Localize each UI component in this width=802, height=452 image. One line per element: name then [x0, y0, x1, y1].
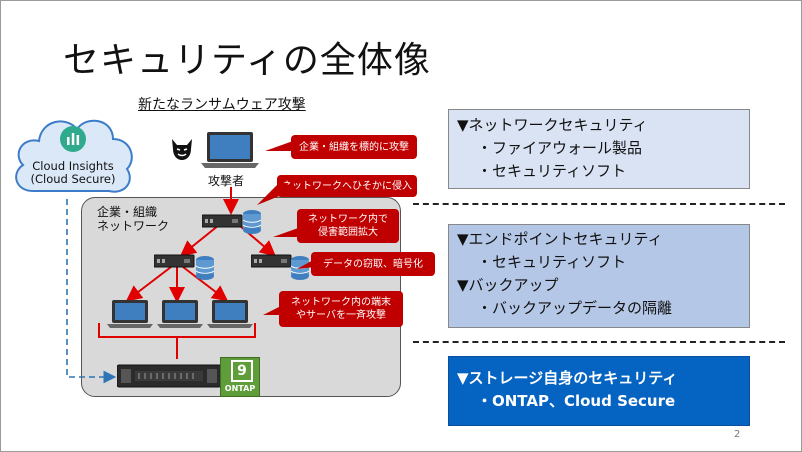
laptop-icon: [157, 300, 203, 328]
server-icon: [251, 254, 292, 268]
panel-heading: ▼ストレージ自身のセキュリティ: [457, 369, 678, 387]
server-icon: [202, 214, 243, 228]
callout-text-line2: やサーバを一斉攻撃: [296, 310, 386, 321]
panel-heading: ▼バックアップ: [457, 276, 559, 294]
database-icon: [290, 256, 310, 280]
callout-text-line1: ネットワーク内の端末: [291, 297, 391, 308]
endpoint-security-panel: ▼エンドポイントセキュリティ ・セキュリティソフト ▼バックアップ ・バックアッ…: [448, 224, 750, 328]
callout-text-line1: ネットワーク内で: [308, 214, 388, 225]
panel-item: ・セキュリティソフト: [477, 253, 627, 271]
callout-mass-attack: ネットワーク内の端末 やサーバを一斉攻撃: [279, 291, 403, 327]
cloud-insights-label: Cloud Insights (Cloud Secure): [9, 160, 137, 186]
server-icon: [154, 254, 195, 268]
callout-lateral-spread: ネットワーク内で 侵害範囲拡大: [297, 209, 399, 243]
database-icon: [195, 256, 215, 280]
page-number: 2: [734, 429, 741, 440]
attacker-label: 攻撃者: [208, 174, 245, 188]
cloud-label-line1: Cloud Insights: [32, 159, 114, 173]
cloud-label-line2: (Cloud Secure): [30, 172, 116, 186]
panel-item: ・ファイアウォール製品: [477, 139, 643, 157]
database-icon: [242, 210, 262, 234]
panel-item: ・バックアップデータの隔離: [477, 299, 673, 317]
slide-subtitle: 新たなランサムウェア攻撃: [138, 97, 306, 113]
devil-icon: [172, 139, 192, 160]
network-security-panel: ▼ネットワークセキュリティ ・ファイアウォール製品 ・セキュリティソフト: [448, 109, 750, 189]
callout-text: 企業・組織を標的に攻撃: [299, 141, 409, 153]
cloud-icon: [15, 119, 133, 193]
panel-item: ・セキュリティソフト: [477, 162, 627, 180]
panel-item: ・ONTAP、Cloud Secure: [477, 392, 676, 410]
storage-array-icon: [117, 364, 221, 388]
callout-intrusion: ネットワークへひそかに侵入: [277, 175, 417, 197]
panel-heading: ▼エンドポイントセキュリティ: [457, 230, 663, 248]
callout-data-theft: データの窃取、暗号化: [311, 252, 435, 276]
slide-title: セキュリティの全体像: [63, 40, 431, 81]
ontap-version: 9: [231, 360, 253, 382]
separator-line: [413, 341, 785, 343]
separator-line: [413, 203, 785, 205]
ontap-label: ONTAP: [224, 384, 256, 393]
corporate-network-label: 企業・組織 ネットワーク: [97, 205, 169, 233]
ontap-logo-icon: 9 ONTAP: [220, 357, 260, 397]
callout-text: データの窃取、暗号化: [323, 258, 423, 270]
laptop-icon: [107, 300, 153, 328]
chart-icon: [60, 126, 86, 152]
callout-target-attack: 企業・組織を標的に攻撃: [291, 135, 417, 159]
panel-heading: ▼ネットワークセキュリティ: [457, 116, 648, 134]
callout-text: ネットワークへひそかに侵入: [282, 180, 412, 192]
attacker-laptop-icon: [201, 132, 259, 168]
laptop-icon: [207, 300, 253, 328]
network-label-line2: ネットワーク: [97, 219, 170, 233]
callout-text-line2: 侵害範囲拡大: [318, 227, 378, 238]
storage-security-panel: ▼ストレージ自身のセキュリティ ・ONTAP、Cloud Secure: [448, 356, 750, 426]
network-label-line1: 企業・組織: [97, 205, 158, 219]
